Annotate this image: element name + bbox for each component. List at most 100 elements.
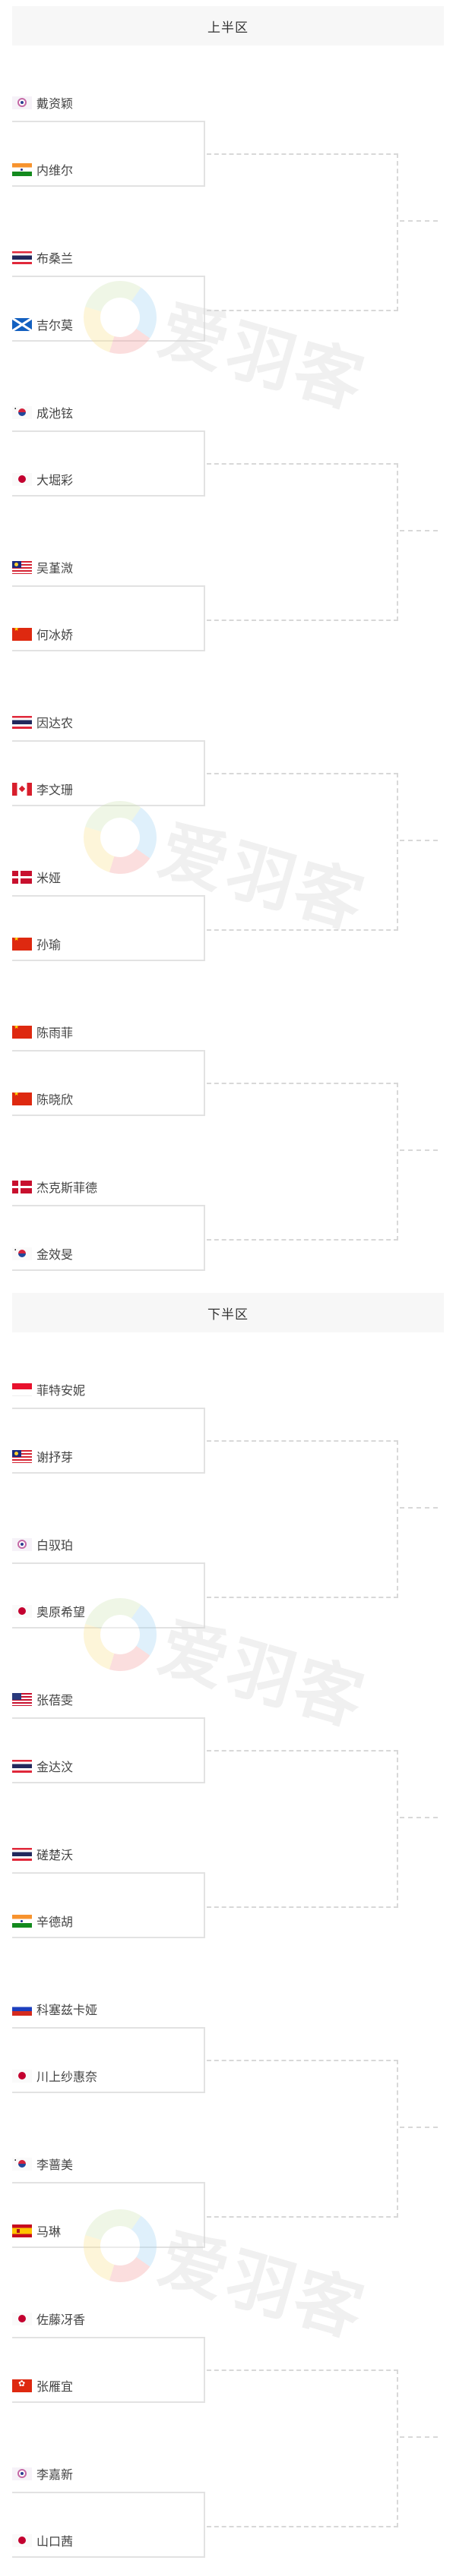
player-entry[interactable]: 何冰娇: [12, 626, 73, 642]
player-entry[interactable]: 佐藤冴香: [12, 2310, 85, 2327]
player-entry[interactable]: 孙瑜: [12, 935, 61, 952]
player-entry[interactable]: 金效旻: [12, 1245, 73, 1262]
player-entry[interactable]: 杰克斯菲德: [12, 1178, 97, 1195]
top-half-section: 上半区戴资颖内维尔布桑兰吉尔莫成池铉大堀彩吴堇溦何冰娇因达农李文珊米娅孙瑜陈雨菲…: [0, 0, 456, 1287]
player-entry[interactable]: 张蓓雯: [12, 1691, 73, 1707]
match: 杰克斯菲德金效旻: [0, 1084, 456, 1271]
player-name: 张蓓雯: [36, 1693, 74, 1707]
match-bracket-line: [12, 1872, 205, 1938]
hkg-flag-icon: [12, 2379, 32, 2392]
match-bracket-line: [12, 1562, 205, 1629]
player-entry[interactable]: 磋楚沃: [12, 1846, 73, 1862]
match-bracket-line: [12, 2027, 205, 2093]
bottom-half-section: 下半区菲特安妮谢抒芽白驭珀奥原希望张蓓雯金达汶磋楚沃辛德胡科塞兹卡娅川上纱惠奈李…: [0, 1287, 456, 2574]
player-entry[interactable]: 大堀彩: [12, 471, 73, 487]
player-name: 山口茜: [36, 2534, 74, 2549]
player-name: 何冰娇: [36, 628, 74, 642]
match: 张蓓雯金达汶: [0, 1597, 456, 1783]
player-entry[interactable]: 因达农: [12, 714, 73, 730]
ind-flag-icon: [12, 1914, 32, 1928]
sco-flag-icon: [12, 317, 32, 331]
player-name: 吉尔莫: [36, 318, 74, 333]
player-entry[interactable]: 陈晓欣: [12, 1090, 73, 1107]
player-name: 因达农: [36, 716, 74, 730]
player-name: 陈雨菲: [36, 1026, 74, 1040]
mas-flag-icon: [12, 1449, 32, 1463]
round2-bracket-line: [207, 1083, 398, 1241]
player-name: 金效旻: [36, 1247, 74, 1262]
match: 菲特安妮谢抒芽: [0, 1287, 456, 1474]
player-entry[interactable]: 科塞兹卡娅: [12, 2001, 97, 2017]
match: 白驭珀奥原希望: [0, 1442, 456, 1629]
match-bracket-line: [12, 1717, 205, 1783]
round2-bracket-line: [207, 1440, 398, 1598]
match: 佐藤冴香张雁宜: [0, 2216, 456, 2403]
match: 戴资颖内维尔: [0, 0, 456, 187]
ina-flag-icon: [12, 1383, 32, 1396]
match-bracket-line: [12, 2182, 205, 2248]
player-name: 布桑兰: [36, 251, 74, 266]
round2-connector-line: [400, 2127, 438, 2128]
round2-bracket-line: [207, 153, 398, 311]
round2-connector-line: [400, 2436, 438, 2438]
tha-flag-icon: [12, 715, 32, 729]
tha-flag-icon: [12, 1847, 32, 1861]
match: 因达农李文珊: [0, 620, 456, 806]
player-entry[interactable]: 奥原希望: [12, 1603, 85, 1619]
round2-bracket-line: [207, 773, 398, 931]
player-name: 戴资颖: [36, 96, 74, 111]
rus-flag-icon: [12, 2002, 32, 2016]
match-bracket-line: [12, 121, 205, 187]
mas-flag-icon: [12, 560, 32, 574]
usa-flag-icon: [12, 1692, 32, 1706]
player-name: 成池铉: [36, 406, 74, 421]
match-bracket-line: [12, 430, 205, 497]
player-entry[interactable]: 李文珊: [12, 780, 73, 797]
esp-flag-icon: [12, 2224, 32, 2237]
player-name: 佐藤冴香: [36, 2313, 86, 2327]
chn-flag-icon: [12, 1025, 32, 1039]
player-entry[interactable]: 戴资颖: [12, 94, 73, 111]
player-name: 磋楚沃: [36, 1848, 74, 1862]
match-bracket-line: [12, 1050, 205, 1116]
player-entry[interactable]: 马琳: [12, 2222, 61, 2239]
player-name: 谢抒芽: [36, 1450, 74, 1465]
player-entry[interactable]: 吴堇溦: [12, 559, 73, 575]
tpe-flag-icon: [12, 1537, 32, 1551]
jpn-flag-icon: [12, 1604, 32, 1618]
match-bracket-line: [12, 1205, 205, 1271]
player-name: 白驭珀: [36, 1538, 74, 1553]
tpe-flag-icon: [12, 96, 32, 109]
round2-connector-line: [400, 1817, 438, 1818]
player-entry[interactable]: 辛德胡: [12, 1912, 73, 1929]
player-entry[interactable]: 山口茜: [12, 2532, 73, 2549]
match: 吴堇溦何冰娇: [0, 465, 456, 651]
player-entry[interactable]: 米娅: [12, 869, 61, 885]
round2-bracket-line: [207, 2060, 398, 2218]
player-entry[interactable]: 成池铉: [12, 404, 73, 421]
player-name: 李文珊: [36, 783, 74, 797]
ind-flag-icon: [12, 162, 32, 176]
player-entry[interactable]: 吉尔莫: [12, 316, 73, 333]
match: 磋楚沃辛德胡: [0, 1751, 456, 1938]
match-bracket-line: [12, 2337, 205, 2403]
den-flag-icon: [12, 870, 32, 884]
player-name: 米娅: [36, 871, 62, 885]
player-entry[interactable]: 内维尔: [12, 161, 73, 178]
match-bracket-line: [12, 1408, 205, 1474]
player-entry[interactable]: 金达汶: [12, 1758, 73, 1774]
player-entry[interactable]: 川上纱惠奈: [12, 2067, 97, 2084]
player-entry[interactable]: 菲特安妮: [12, 1381, 85, 1398]
match-bracket-line: [12, 740, 205, 806]
jpn-flag-icon: [12, 2312, 32, 2325]
player-entry[interactable]: 张雁宜: [12, 2377, 73, 2394]
player-entry[interactable]: 李蔷美: [12, 2155, 73, 2172]
player-entry[interactable]: 李嘉新: [12, 2465, 73, 2482]
half-header: 上半区: [12, 6, 444, 46]
player-entry[interactable]: 布桑兰: [12, 249, 73, 266]
player-entry[interactable]: 谢抒芽: [12, 1448, 73, 1465]
player-entry[interactable]: 白驭珀: [12, 1536, 73, 1553]
player-name: 张雁宜: [36, 2379, 74, 2394]
player-entry[interactable]: 陈雨菲: [12, 1023, 73, 1040]
kor-flag-icon: [12, 1247, 32, 1260]
